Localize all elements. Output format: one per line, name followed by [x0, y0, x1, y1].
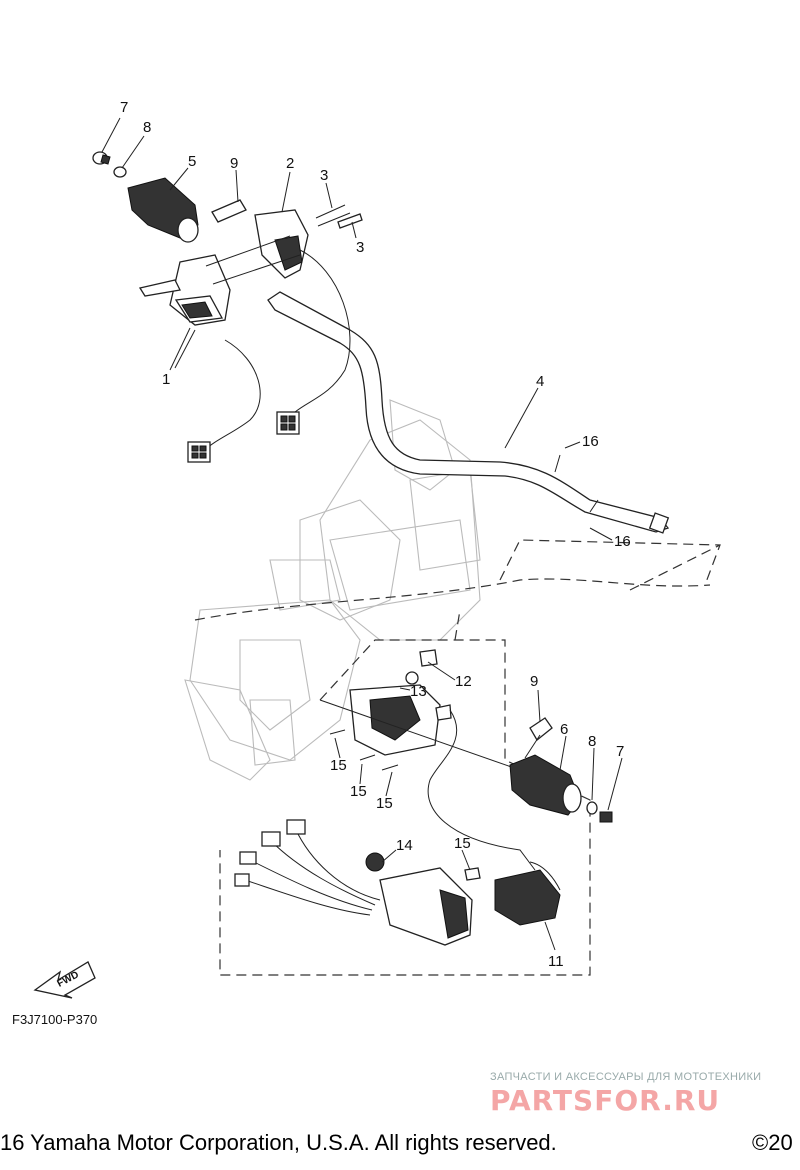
callout-16-top: 16	[582, 433, 599, 450]
callout-11: 11	[548, 953, 564, 970]
callout-5: 5	[188, 153, 196, 170]
copyright-symbol: ©20	[752, 1130, 793, 1155]
callout-12: 12	[455, 673, 472, 690]
callout-16-bottom: 16	[614, 533, 631, 550]
hull-frame-outline	[184, 399, 481, 781]
handlebar	[267, 291, 670, 534]
callout-2: 2	[286, 155, 294, 172]
callout-1: 1	[162, 371, 170, 388]
callout-9-right: 9	[530, 673, 538, 690]
callout-15-c: 15	[376, 795, 393, 812]
leader-lines	[101, 117, 623, 951]
callout-14: 14	[396, 837, 413, 854]
watermark-tagline: ЗАПЧАСТИ И АКСЕССУАРЫ ДЛЯ МОТОТЕХНИКИ	[490, 1071, 762, 1083]
callout-15-d: 15	[454, 835, 471, 852]
fwd-arrow-icon: FWD	[33, 961, 96, 999]
callout-9-top: 9	[230, 155, 238, 172]
callout-13: 13	[410, 683, 427, 700]
lower-switch-assembly	[234, 819, 561, 946]
callout-8-right: 8	[588, 733, 596, 750]
right-grip-parts	[509, 717, 613, 823]
right-switch-box	[219, 609, 591, 976]
cutaway-dashes	[194, 539, 721, 621]
throttle-lever-assembly	[138, 254, 261, 463]
callout-4: 4	[536, 373, 544, 390]
callout-15-b: 15	[350, 783, 367, 800]
watermark-logo: PARTSFOR.RU	[490, 1084, 721, 1117]
copyright-notice: 16 Yamaha Motor Corporation, U.S.A. All …	[0, 1130, 557, 1155]
left-grip-parts	[92, 151, 363, 243]
diagram-code: F3J7100-P370	[12, 1012, 98, 1027]
callout-15-a: 15	[330, 757, 347, 774]
callout-7-top: 7	[120, 99, 128, 116]
callout-8-top: 8	[143, 119, 151, 136]
callout-3-bottom: 3	[356, 239, 364, 256]
callout-6: 6	[560, 721, 568, 738]
callout-numbers: 7 8 5 9 2 3 3 1 4 16 16 12 13 9 6 8 7 15…	[120, 99, 631, 970]
start-stop-switch	[205, 209, 351, 435]
callout-7-right: 7	[616, 743, 624, 760]
callout-3-top: 3	[320, 167, 328, 184]
